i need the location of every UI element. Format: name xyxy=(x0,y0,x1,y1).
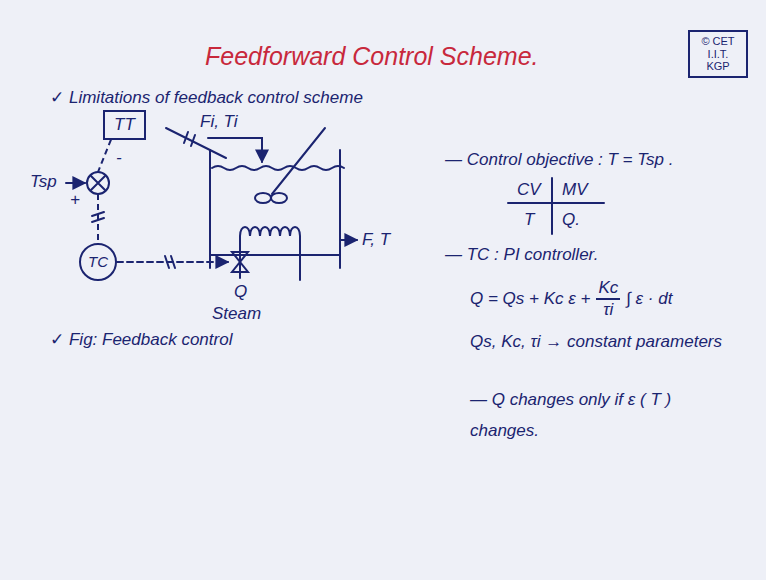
control-valve xyxy=(232,252,248,272)
table-cell: Q. xyxy=(562,210,580,230)
fraction-term: τi xyxy=(601,300,615,320)
note-text: — TC : PI controller. xyxy=(445,245,598,265)
note-text: + xyxy=(70,190,80,210)
note-text: Qs, Kc, τi → constant parameters xyxy=(470,332,722,352)
impeller xyxy=(271,193,287,203)
watermark-box: © CET I.I.T. KGP xyxy=(688,30,748,78)
node-label: TC xyxy=(88,253,108,270)
outlet-pipe xyxy=(340,239,357,241)
equation-term: ∫ ε · dt xyxy=(626,289,672,309)
note-text: ✓ Fig: Feedback control xyxy=(50,330,232,350)
note-text: Steam xyxy=(212,304,261,324)
table-cell: MV xyxy=(562,180,588,200)
node-label: TT xyxy=(114,115,135,135)
note-text: Tsp xyxy=(30,172,57,192)
signal-hash xyxy=(184,132,195,146)
title: Feedforward Control Scheme. xyxy=(205,42,538,71)
liquid-level xyxy=(212,166,344,170)
transmitter-box: TT xyxy=(103,110,146,140)
note-text: — Control objective : T = Tsp . xyxy=(445,150,674,170)
sensor-line xyxy=(166,128,226,158)
stirrer-shaft xyxy=(272,128,325,194)
fraction: Kcτi xyxy=(596,278,620,319)
summing-junction xyxy=(91,176,105,190)
equation: Q = Qs + Kc ε + Kcτi ∫ ε · dt xyxy=(470,278,672,319)
fraction-term: Kc xyxy=(596,278,620,300)
note-text: Fi, Ti xyxy=(200,112,238,132)
note-text: — Q changes only if ε ( T ) changes. xyxy=(470,385,700,446)
controller-circle: TC xyxy=(79,243,117,281)
summing-junction xyxy=(87,172,109,194)
signal-line xyxy=(98,140,111,243)
node-label: © CET I.I.T. KGP xyxy=(699,35,737,73)
table-cell: T xyxy=(524,210,534,230)
equation-term: Q = Qs + Kc ε + xyxy=(470,289,590,309)
note-text: Q xyxy=(234,282,247,302)
inlet-pipe xyxy=(208,138,262,162)
table-rule xyxy=(508,178,604,234)
note-text: F, T xyxy=(362,230,390,250)
note-text: - xyxy=(116,148,122,168)
setpoint-line xyxy=(66,182,85,184)
table-cell: CV xyxy=(517,180,541,200)
impeller xyxy=(255,193,271,203)
note-text: ✓ Limitations of feedback control scheme xyxy=(50,88,363,108)
signal-hash xyxy=(165,256,175,268)
